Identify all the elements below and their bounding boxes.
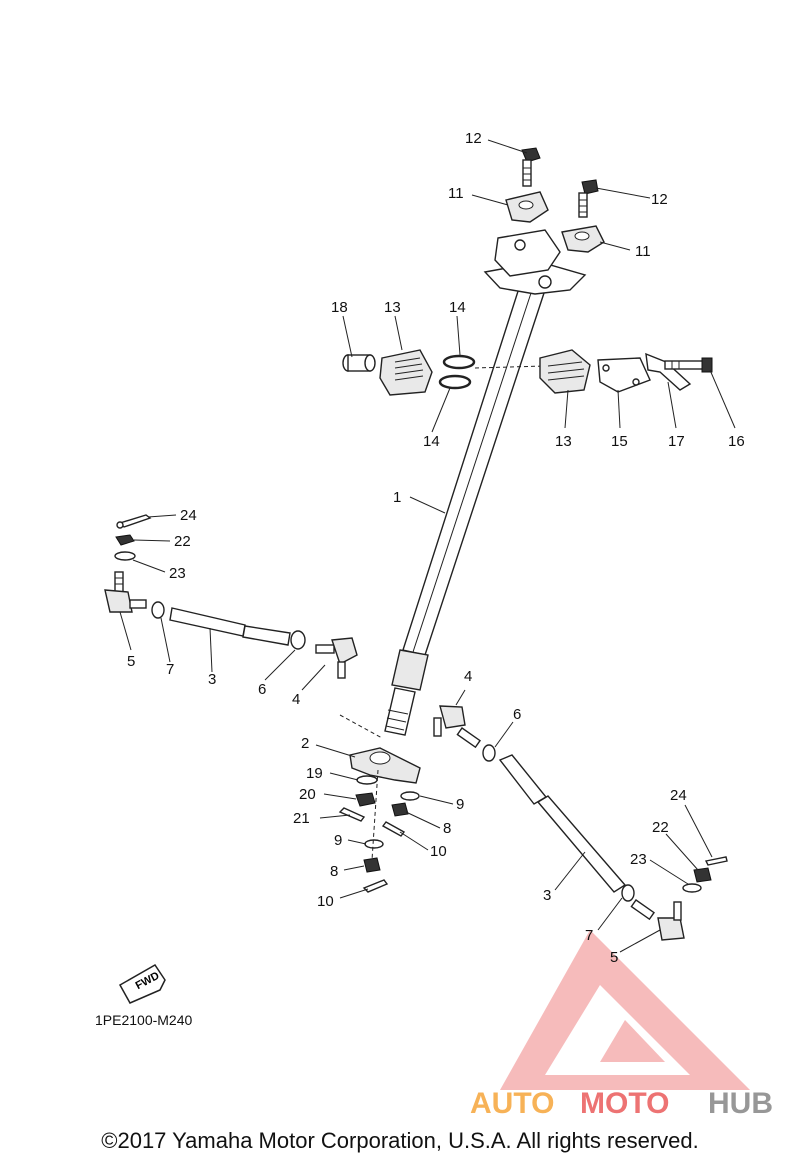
tie-rod-3-right	[498, 754, 627, 893]
fwd-arrow-icon: FWD	[118, 964, 166, 1004]
tie-rod-end-5-left	[104, 571, 147, 613]
washer-19	[356, 775, 378, 785]
ring-14-bottom	[438, 374, 472, 390]
nut-20	[355, 792, 376, 807]
steering-column	[384, 284, 546, 736]
ring-14-top	[442, 354, 476, 370]
callout-8-a: 8	[443, 820, 451, 837]
callout-19: 19	[306, 765, 323, 782]
callout-24-right: 24	[670, 787, 687, 804]
callout-12-left: 12	[465, 130, 482, 147]
washer-9-a	[400, 791, 420, 801]
callout-5-right: 5	[610, 949, 618, 966]
callout-10-a: 10	[430, 843, 447, 860]
pitman-arm-2	[349, 747, 421, 784]
callout-12-right: 12	[651, 191, 668, 208]
callout-5-left: 5	[127, 653, 135, 670]
callout-14-top: 14	[449, 299, 466, 316]
collar-18	[342, 354, 376, 372]
bushing-13-left	[379, 349, 433, 396]
callout-20: 20	[299, 786, 316, 803]
washer-9-b	[364, 839, 384, 849]
nut-22-left	[115, 534, 135, 546]
bolt-12-right	[578, 179, 599, 218]
cotter-pin-10-b	[362, 879, 389, 893]
callout-9-b: 9	[334, 832, 342, 849]
callout-17: 17	[668, 433, 685, 450]
bolt-12-left	[521, 147, 541, 187]
callout-13-right: 13	[555, 433, 572, 450]
cotter-pin-10-a	[381, 821, 406, 837]
callout-24-left: 24	[180, 507, 197, 524]
plate-15	[597, 357, 651, 393]
callout-3-right: 3	[543, 887, 551, 904]
nut-6-right	[482, 744, 496, 762]
column-top-bracket	[483, 229, 587, 295]
callout-16: 16	[728, 433, 745, 450]
callout-21: 21	[293, 810, 310, 827]
bushing-13-right	[539, 349, 591, 394]
callout-7-right: 7	[585, 927, 593, 944]
holder-11-right	[561, 225, 605, 253]
wordmark-hub: HUB	[708, 1087, 773, 1120]
automotohub-logo	[500, 930, 750, 1090]
cotter-pin-24-left	[116, 514, 152, 529]
nut-22-right	[693, 867, 712, 883]
callout-9-a: 9	[456, 796, 464, 813]
callout-22-right: 22	[652, 819, 669, 836]
cotter-pin-21	[338, 807, 366, 822]
callout-22-left: 22	[174, 533, 191, 550]
callout-23-right: 23	[630, 851, 647, 868]
callout-15: 15	[611, 433, 628, 450]
nut-8-a	[391, 802, 409, 817]
callout-10-b: 10	[317, 893, 334, 910]
cotter-pin-24-right	[704, 856, 728, 866]
tie-rod-end-5-right	[630, 899, 685, 941]
callout-labels: 12 12 11 11 18 13 14 14 13 15 17 16 1 24…	[127, 130, 745, 966]
wordmark-moto: MOTO	[580, 1087, 669, 1120]
bolt-16	[664, 357, 713, 373]
nut-6-left	[290, 630, 306, 650]
logo-triangle-core	[600, 1020, 665, 1062]
washer-23-left	[114, 551, 136, 561]
holder-11-left	[505, 191, 549, 223]
callout-6-right: 6	[513, 706, 521, 723]
callout-1: 1	[393, 489, 401, 506]
nut-7-right	[621, 884, 635, 902]
washer-23-right	[682, 883, 702, 893]
callout-11-left: 11	[448, 185, 464, 202]
copyright-notice: ©2017 Yamaha Motor Corporation, U.S.A. A…	[101, 1128, 699, 1153]
callout-4-left: 4	[292, 691, 300, 708]
leader-lines	[119, 139, 736, 953]
tie-rod-3-left	[169, 607, 291, 646]
tie-rod-end-4-left	[315, 637, 358, 679]
callout-18: 18	[331, 299, 348, 316]
callout-7-left: 7	[166, 661, 174, 678]
tie-rod-end-4-right	[433, 705, 481, 749]
callout-3-left: 3	[208, 671, 216, 688]
wordmark-auto: AUTO	[470, 1087, 554, 1120]
callout-8-b: 8	[330, 863, 338, 880]
callout-14-bottom: 14	[423, 433, 440, 450]
automotohub-wordmark: AUTO MOTO HUB	[470, 1087, 773, 1120]
nut-8-b	[363, 857, 381, 873]
callout-23-left: 23	[169, 565, 186, 582]
diagram-code: 1PE2100-M240	[95, 1012, 193, 1028]
callout-13-left: 13	[384, 299, 401, 316]
callout-6-left: 6	[258, 681, 266, 698]
callout-4-right: 4	[464, 668, 472, 685]
callout-2: 2	[301, 735, 309, 752]
callout-11-right: 11	[635, 243, 651, 260]
nut-7-left	[151, 601, 165, 619]
logo-triangle-inner	[545, 985, 690, 1075]
